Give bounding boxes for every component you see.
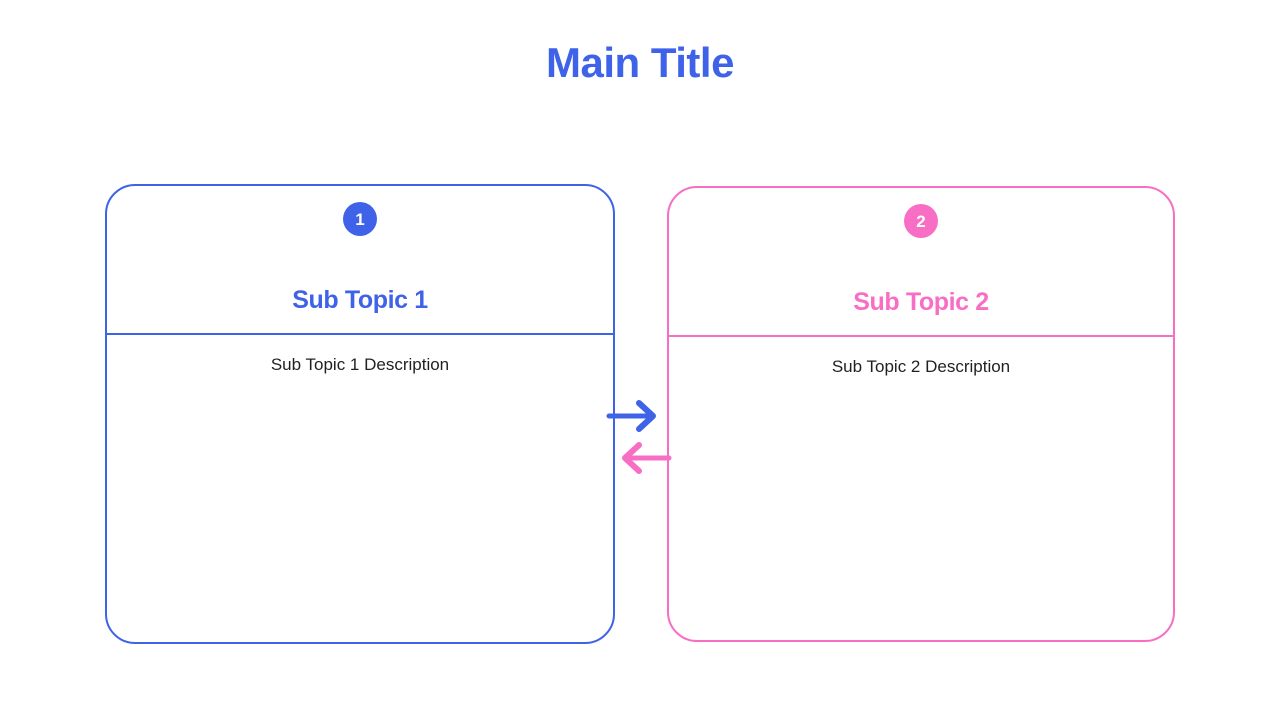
topic-card-1[interactable]: 1 Sub Topic 1 Sub Topic 1 Description	[105, 184, 615, 644]
arrow-right-icon	[606, 400, 656, 432]
badge-number-1-label: 1	[355, 209, 365, 229]
badge-number-2-label: 2	[916, 211, 926, 231]
topic-card-1-title: Sub Topic 1	[292, 286, 428, 314]
topic-card-2[interactable]: 2 Sub Topic 2 Sub Topic 2 Description	[667, 186, 1175, 642]
topic-card-2-description: Sub Topic 2 Description	[831, 357, 1011, 376]
page-title: Main Title	[546, 39, 734, 86]
connector-arrows	[605, 392, 675, 482]
topic-card-1-divider	[105, 333, 615, 335]
arrow-left-icon	[622, 442, 672, 474]
topic-card-2-divider	[667, 335, 1175, 337]
badge-number-1: 1	[343, 202, 377, 236]
badge-number-2: 2	[904, 204, 938, 238]
topic-card-2-title: Sub Topic 2	[853, 288, 989, 316]
topic-card-1-description: Sub Topic 1 Description	[270, 355, 450, 374]
